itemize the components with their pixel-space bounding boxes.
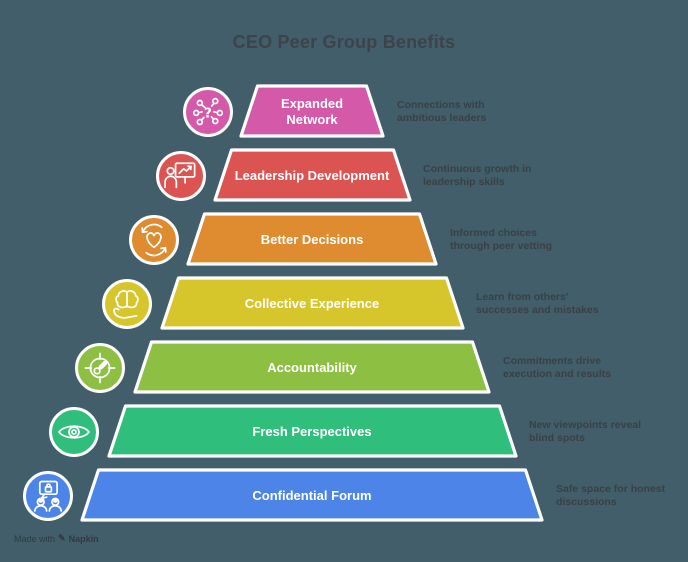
- level-label-text: Expanded Network: [280, 96, 344, 127]
- level-description: Safe space for honest discussions: [556, 482, 666, 509]
- level-description: Learn from others' successes and mistake…: [476, 290, 599, 317]
- pyramid-band: [106, 404, 518, 458]
- brain-hand-icon: [102, 279, 152, 329]
- level-label: Collective Experience: [244, 296, 380, 311]
- watermark-prefix: Made with: [14, 533, 56, 544]
- pyramid-band: [239, 84, 385, 138]
- gauge-icon: [75, 343, 125, 393]
- level-label: Accountability: [267, 360, 357, 375]
- pyramid-band: [159, 276, 465, 330]
- level-description: New viewpoints reveal blind spots: [529, 418, 642, 445]
- heart-refresh-icon: [129, 215, 179, 265]
- pyramid-band: [133, 340, 491, 394]
- level-description: Connections with ambitious leaders: [397, 98, 487, 125]
- level-label: Leadership Development: [234, 168, 390, 183]
- secure-chat-icon: [23, 471, 73, 521]
- page-title: CEO Peer Group Benefits: [232, 32, 456, 52]
- level-label: Better Decisions: [260, 232, 364, 247]
- eye-icon: [49, 407, 99, 457]
- svg-text:?: ?: [204, 105, 212, 121]
- level-description: Commitments drive execution and results: [503, 354, 611, 381]
- level-label: Confidential Forum: [252, 488, 372, 503]
- network-question-icon: ?: [183, 87, 233, 137]
- level-label: Expanded Network: [241, 86, 383, 138]
- level-description: Informed choices through peer vetting: [450, 226, 553, 253]
- presenter-chart-icon: [156, 151, 206, 201]
- level-description: Continuous growth in leadership skills: [423, 162, 532, 189]
- level-label: Fresh Perspectives: [252, 424, 372, 439]
- pen-icon: ✎: [58, 533, 66, 543]
- pyramid-band: [212, 148, 412, 202]
- watermark: Made with ✎ Napkin: [14, 533, 99, 544]
- pyramid-band: [186, 212, 438, 266]
- pyramid-band: [80, 468, 544, 522]
- watermark-brand: Napkin: [68, 533, 99, 544]
